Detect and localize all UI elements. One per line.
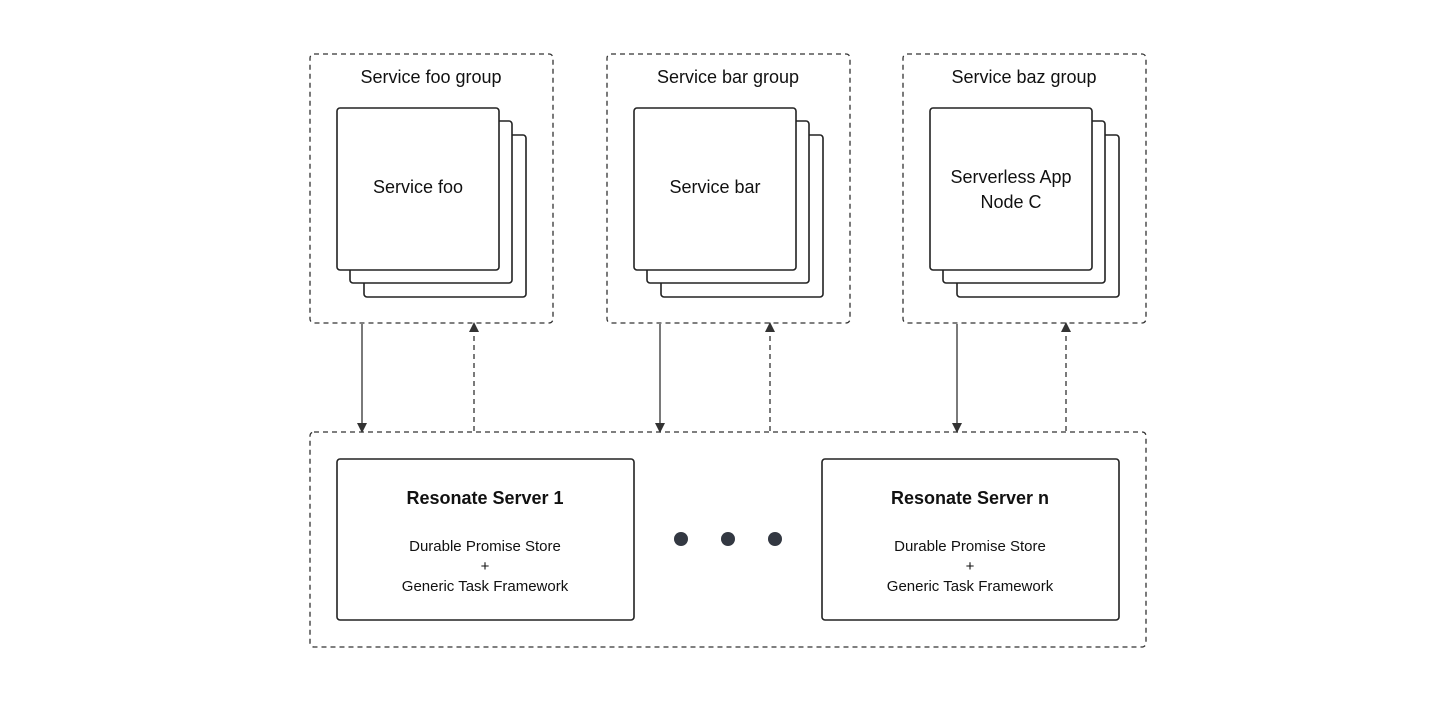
group-border bbox=[606, 53, 851, 324]
group-label: Service foo group bbox=[360, 67, 501, 87]
server-line-2: + bbox=[481, 558, 490, 575]
service-foo-node bbox=[336, 107, 500, 271]
group-border bbox=[902, 53, 1147, 324]
serverless-app-node bbox=[929, 107, 1093, 271]
node-label-line-1: Serverless App bbox=[950, 167, 1071, 187]
node-label: Service foo bbox=[373, 177, 463, 197]
resonate-cluster: Resonate Server 1 Durable Promise Store … bbox=[309, 431, 1147, 648]
node-label-line-2: Node C bbox=[980, 192, 1041, 212]
ellipsis-dot bbox=[721, 532, 735, 546]
server-title: Resonate Server n bbox=[891, 488, 1049, 508]
server-line-2: + bbox=[966, 558, 975, 575]
service-baz-group: Service baz group Serverless App Node C bbox=[902, 53, 1147, 324]
service-bar-node bbox=[633, 107, 797, 271]
server-box bbox=[821, 458, 1120, 621]
server-title: Resonate Server 1 bbox=[406, 488, 563, 508]
server-box bbox=[336, 458, 635, 621]
node-label: Service bar bbox=[669, 177, 760, 197]
ellipsis-dot bbox=[674, 532, 688, 546]
service-bar-group: Service bar group Service bar bbox=[606, 53, 851, 324]
ellipsis bbox=[674, 532, 782, 546]
group-label: Service baz group bbox=[951, 67, 1096, 87]
resonate-server-1: Resonate Server 1 Durable Promise Store … bbox=[336, 458, 635, 621]
cluster-border bbox=[309, 431, 1147, 648]
resonate-server-n: Resonate Server n Durable Promise Store … bbox=[821, 458, 1120, 621]
ellipsis-dot bbox=[768, 532, 782, 546]
server-line-3: Generic Task Framework bbox=[402, 578, 569, 595]
server-line-1: Durable Promise Store bbox=[409, 538, 561, 555]
connections bbox=[357, 322, 1071, 433]
server-line-3: Generic Task Framework bbox=[887, 578, 1054, 595]
service-foo-group: Service foo group Service foo bbox=[309, 53, 554, 324]
group-border bbox=[309, 53, 554, 324]
server-line-1: Durable Promise Store bbox=[894, 538, 1046, 555]
group-label: Service bar group bbox=[657, 67, 799, 87]
